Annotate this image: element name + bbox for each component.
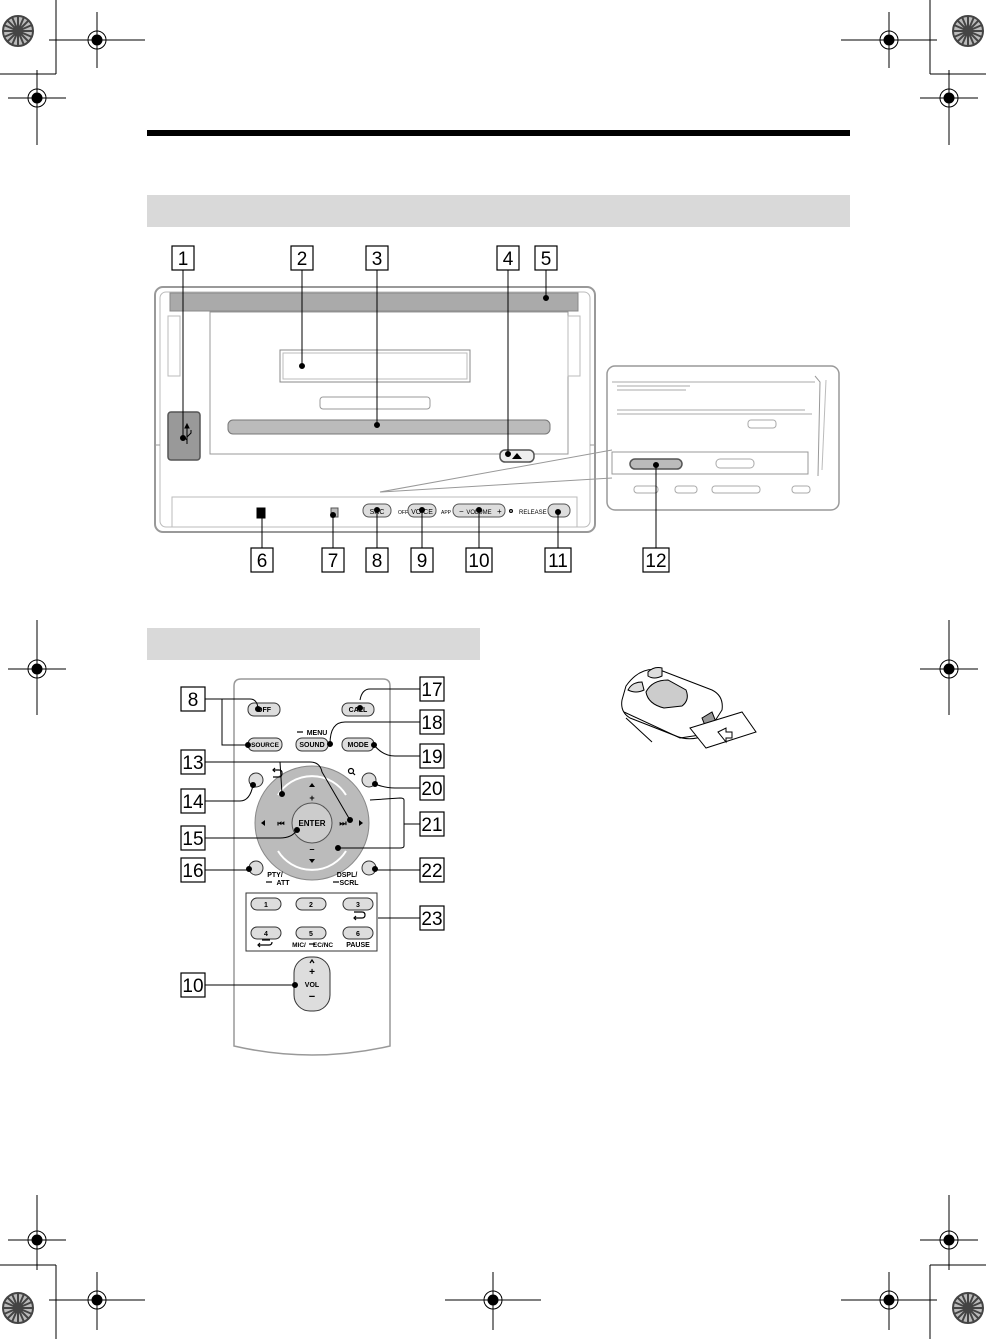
section-bar-remote [147, 628, 480, 660]
num6-label: 6 [356, 931, 360, 938]
remote-ecnc-label: EC/NC [313, 942, 334, 949]
crosshair-target-icon [49, 12, 145, 68]
remote-vol-plus-label: + [309, 967, 315, 978]
disc-slot [228, 420, 550, 434]
callout-14: 14 [182, 792, 204, 813]
num4-label: 4 [264, 931, 268, 938]
crosshair-target-icon [8, 70, 66, 145]
num1-label: 1 [264, 902, 268, 909]
callout-5: 5 [541, 249, 552, 270]
section-bar-main-unit [147, 195, 850, 227]
num5-label: 5 [309, 931, 313, 938]
callout-8-remote: 8 [188, 690, 199, 711]
callout-3: 3 [372, 249, 383, 270]
remote-mic-label: MIC/ [292, 942, 306, 949]
volume-plus-label: + [497, 507, 502, 516]
callout-13: 13 [182, 753, 203, 774]
app-label: APP [441, 510, 452, 516]
callout-18: 18 [421, 713, 442, 734]
remote-att-label: ATT [276, 880, 290, 887]
num3-label: 3 [356, 902, 360, 909]
remote-down-minus-label: – [309, 844, 314, 854]
volume-minus-label: − [459, 507, 464, 516]
crosshair-target-icon [841, 12, 937, 68]
header-rule [147, 130, 850, 136]
callout-15: 15 [182, 829, 203, 850]
remote-vol-label: VOL [305, 982, 320, 989]
shuffle-icon [258, 940, 272, 947]
callout-2: 2 [297, 249, 308, 270]
remote-vol-minus-label: − [309, 991, 315, 1003]
remote-dspl-label: DSPL/ [337, 872, 358, 879]
callout-12: 12 [645, 551, 666, 572]
crosshair-target-icon [445, 1272, 541, 1330]
crosshair-target-icon [920, 620, 978, 715]
remote-menu-label: MENU [307, 730, 328, 737]
callout-7: 7 [328, 551, 339, 572]
callout-21: 21 [421, 815, 442, 836]
callout-17: 17 [421, 680, 442, 701]
remote-pty-label: PTY/ [267, 872, 283, 879]
release-label: RELEASE [519, 510, 547, 516]
callout-11: 11 [548, 551, 568, 572]
crosshair-target-icon [920, 1195, 978, 1270]
remote-source-label: SOURCE [251, 742, 279, 749]
remote-mode-label: MODE [348, 742, 369, 749]
remote-battery-illustration [622, 668, 756, 749]
callout-10-remote: 10 [182, 976, 203, 997]
crosshair-target-icon [49, 1272, 145, 1330]
repeat-icon [354, 912, 365, 920]
callout-19: 19 [421, 747, 442, 768]
crosshair-target-icon [841, 1272, 937, 1330]
callout-4: 4 [503, 249, 514, 270]
off-label: OFF [398, 510, 408, 516]
crosshair-target-icon [8, 1195, 66, 1270]
callout-1: 1 [178, 249, 189, 270]
remote-pause-label: PAUSE [346, 942, 370, 949]
callout-9: 9 [417, 551, 428, 572]
remote-enter-label: ENTER [298, 819, 325, 828]
front-panel-illustration [155, 287, 595, 532]
callout-22: 22 [421, 861, 442, 882]
zoom-inset [380, 366, 839, 510]
callout-6: 6 [257, 551, 268, 572]
callout-10: 10 [468, 551, 489, 572]
callout-16: 16 [182, 861, 203, 882]
callout-20: 20 [421, 779, 442, 800]
callout-8: 8 [372, 551, 383, 572]
remote-scrl-label: SCRL [339, 880, 359, 887]
display-panel [280, 350, 470, 382]
remote-up-plus-label: + [309, 793, 314, 803]
num2-label: 2 [309, 902, 313, 909]
remote-prev-label: ⏮ [277, 819, 284, 828]
crosshair-target-icon [920, 70, 978, 145]
display-window [170, 293, 578, 311]
search-icon [349, 769, 356, 776]
callout-23: 23 [421, 909, 442, 930]
crosshair-target-icon [8, 620, 66, 715]
remote-next-label: ⏭ [339, 819, 347, 828]
remote-sound-label: SOUND [299, 742, 324, 749]
